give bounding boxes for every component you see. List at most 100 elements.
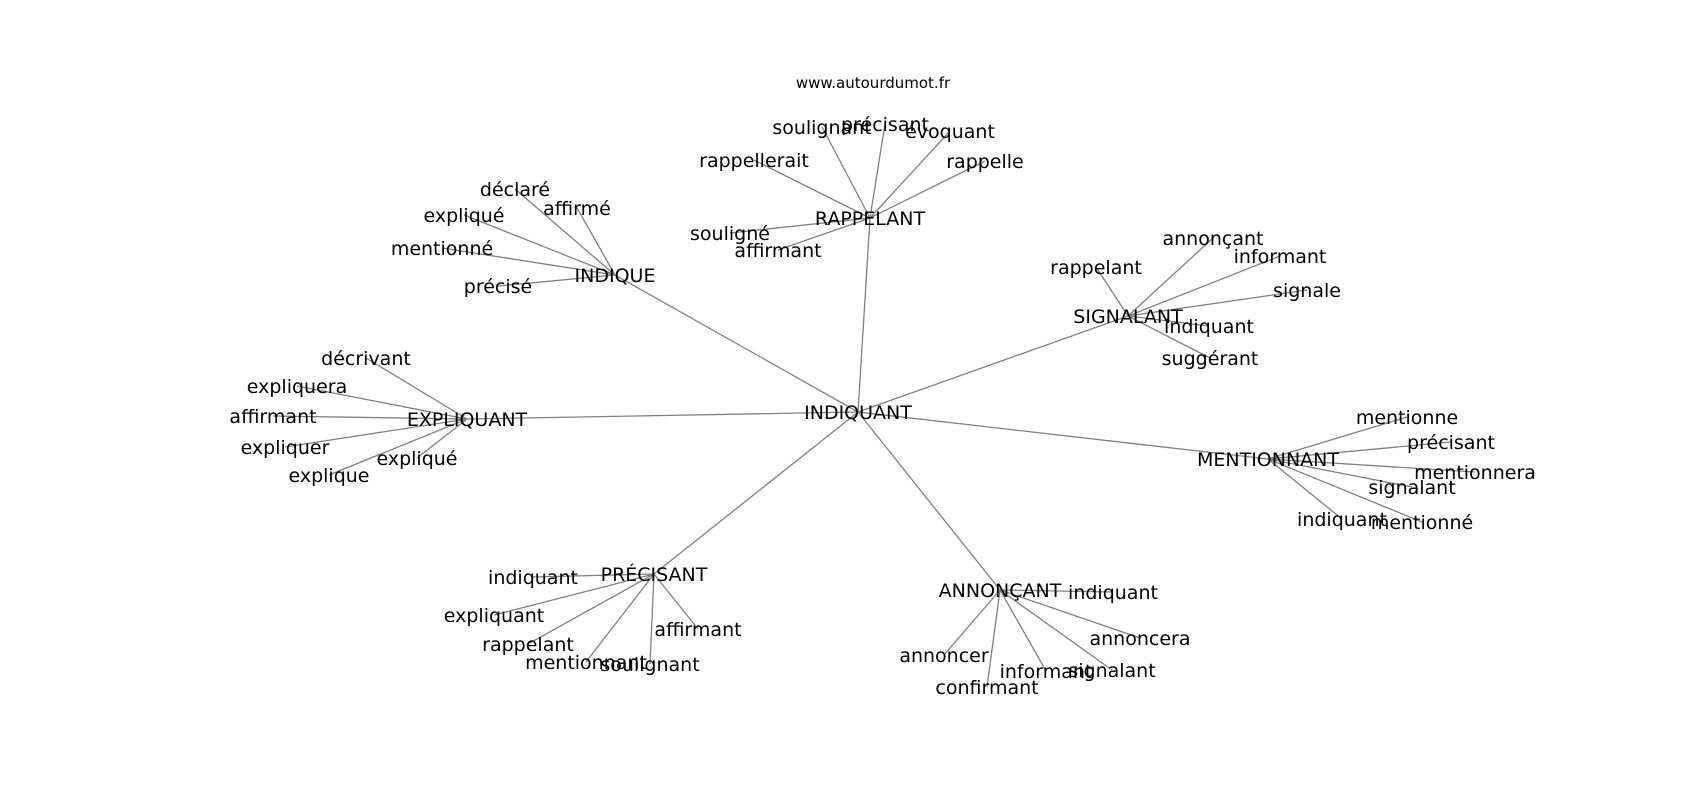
edge-signalant-leaf-2 [1127,255,1281,317]
edge-rappelant-leaf-5 [729,217,871,234]
hub-node-signalant: SIGNALANT [1073,306,1183,328]
edge-annoncant-leaf-2 [943,589,1001,656]
edge-expliquant-leaf-5 [328,418,468,476]
hub-node-rappelant: RAPPELANT [815,208,926,230]
edge-annoncant-leaf-1 [999,589,1141,639]
leaf-node-rappelant-4: rappelle [946,151,1024,173]
leaf-node-indique-4: précisé [464,276,532,298]
leaf-node-precisant-4: mentionnant [525,652,647,674]
leaf-node-annoncant-5: confirmant [935,677,1038,699]
leaf-node-mentionnant-1: précisant [1407,432,1495,454]
edge-precisant-leaf-0 [532,573,655,578]
leaf-node-mentionnant-0: mentionne [1356,407,1458,429]
leaf-node-indique-2: expliqué [423,205,504,227]
leaf-node-annoncant-1: annoncera [1090,628,1191,650]
leaf-node-indique-3: mentionné [391,238,493,260]
edge-root-mentionnant [857,411,1269,460]
leaf-node-expliquant-1: expliquera [247,376,347,398]
edge-expliquant-leaf-0 [365,357,468,420]
edge-precisant-leaf-2 [653,573,699,630]
edge-rappelant-leaf-3 [753,159,871,219]
edge-root-precisant [653,411,859,575]
leaf-node-expliquant-0: décrivant [321,348,411,370]
leaf-node-rappelant-2: évoquant [905,121,995,143]
edge-annoncant-leaf-4 [999,589,1113,671]
leaf-node-annoncant-0: indiquant [1068,582,1158,604]
edge-signalant-leaf-3 [1127,289,1308,317]
edge-mentionnant-leaf-5 [1267,458,1423,523]
edge-rappelant-leaf-1 [869,123,886,219]
leaf-node-signalant-2: informant [1234,246,1327,268]
site-url: www.autourdumot.fr [796,74,951,92]
edge-root-indique [614,274,859,413]
leaf-node-mentionnant-5: mentionné [1371,512,1473,534]
leaf-node-rappelant-0: soulignant [772,117,871,139]
edge-signalant-leaf-5 [1127,315,1211,359]
edge-mentionnant-leaf-1 [1267,441,1452,460]
edge-annoncant-leaf-5 [986,589,1001,688]
edge-mentionnant-leaf-3 [1267,458,1413,488]
leaf-node-annoncant-2: annoncer [899,645,989,667]
leaf-node-precisant-5: soulignant [600,654,699,676]
leaf-node-mentionnant-2: mentionnera [1414,462,1536,484]
edge-root-expliquant [466,411,859,420]
edge-annoncant-leaf-0 [999,589,1114,593]
edge-rappelant-leaf-0 [821,126,871,219]
edge-rappelant-leaf-4 [869,160,986,219]
leaf-node-expliquant-2: affirmant [229,406,316,428]
edge-expliquant-leaf-1 [296,385,468,420]
hub-node-mentionnant: MENTIONNANT [1197,449,1339,471]
leaf-node-precisant-2: affirmant [654,619,741,641]
leaf-node-signalant-1: rappelant [1050,257,1142,279]
graph-labels: INDIQUANTRAPPELANTsoulignantprécisantévo… [229,114,1535,699]
leaf-node-indique-0: déclaré [480,179,550,201]
leaf-node-rappelant-1: précisant [841,114,929,136]
edge-root-annoncant [857,411,1001,591]
edge-precisant-leaf-3 [527,573,655,645]
leaf-node-precisant-0: indiquant [488,567,578,589]
edge-mentionnant-leaf-2 [1267,458,1476,473]
edge-precisant-leaf-5 [649,573,655,665]
edge-indique-leaf-0 [514,188,616,276]
leaf-node-precisant-1: expliquant [444,605,544,627]
leaf-node-precisant-3: rappelant [482,634,574,656]
edge-precisant-leaf-1 [493,573,655,616]
root-node: INDIQUANT [804,402,912,424]
leaf-node-annoncant-4: signalant [1068,660,1155,682]
edge-rappelant-leaf-6 [777,217,871,251]
edge-indique-leaf-3 [441,247,616,276]
leaf-node-expliquant-4: expliqué [376,448,457,470]
edge-signalant-leaf-0 [1127,237,1214,317]
edge-indique-leaf-2 [463,214,616,276]
edge-expliquant-leaf-4 [416,418,468,459]
hub-node-precisant: PRÉCISANT [601,563,708,586]
leaf-node-rappelant-6: affirmant [734,240,821,262]
leaf-node-mentionnant-4: indiquant [1297,509,1387,531]
edge-mentionnant-leaf-4 [1267,458,1343,520]
edge-mentionnant-leaf-0 [1267,416,1408,460]
edge-expliquant-leaf-3 [284,418,468,448]
leaf-node-rappelant-3: rappellerait [699,150,809,172]
edge-annoncant-leaf-3 [999,589,1047,672]
graph-edges [272,123,1476,688]
leaf-node-annoncant-3: informant [1000,661,1093,683]
edge-expliquant-leaf-2 [272,415,468,420]
leaf-node-signalant-0: annonçant [1163,228,1264,250]
edge-indique-leaf-4 [497,274,616,287]
edge-rappelant-leaf-2 [869,130,951,219]
hub-node-annoncant: ANNONÇANT [939,580,1062,602]
edge-signalant-leaf-1 [1095,266,1129,317]
leaf-node-expliquant-5: explique [288,465,369,487]
edge-precisant-leaf-4 [585,573,655,663]
leaf-node-expliquant-3: expliquer [241,437,330,459]
leaf-node-signalant-4: indiquant [1164,316,1254,338]
edge-root-signalant [857,315,1129,413]
leaf-node-indique-1: affirmé [543,198,611,220]
edge-indique-leaf-1 [576,207,616,276]
hub-node-indique: INDIQUE [575,265,656,287]
leaf-node-signalant-5: suggérant [1162,348,1259,370]
hub-node-expliquant: EXPLIQUANT [407,409,528,431]
edge-signalant-leaf-4 [1127,315,1210,327]
leaf-node-signalant-3: signale [1273,280,1341,302]
